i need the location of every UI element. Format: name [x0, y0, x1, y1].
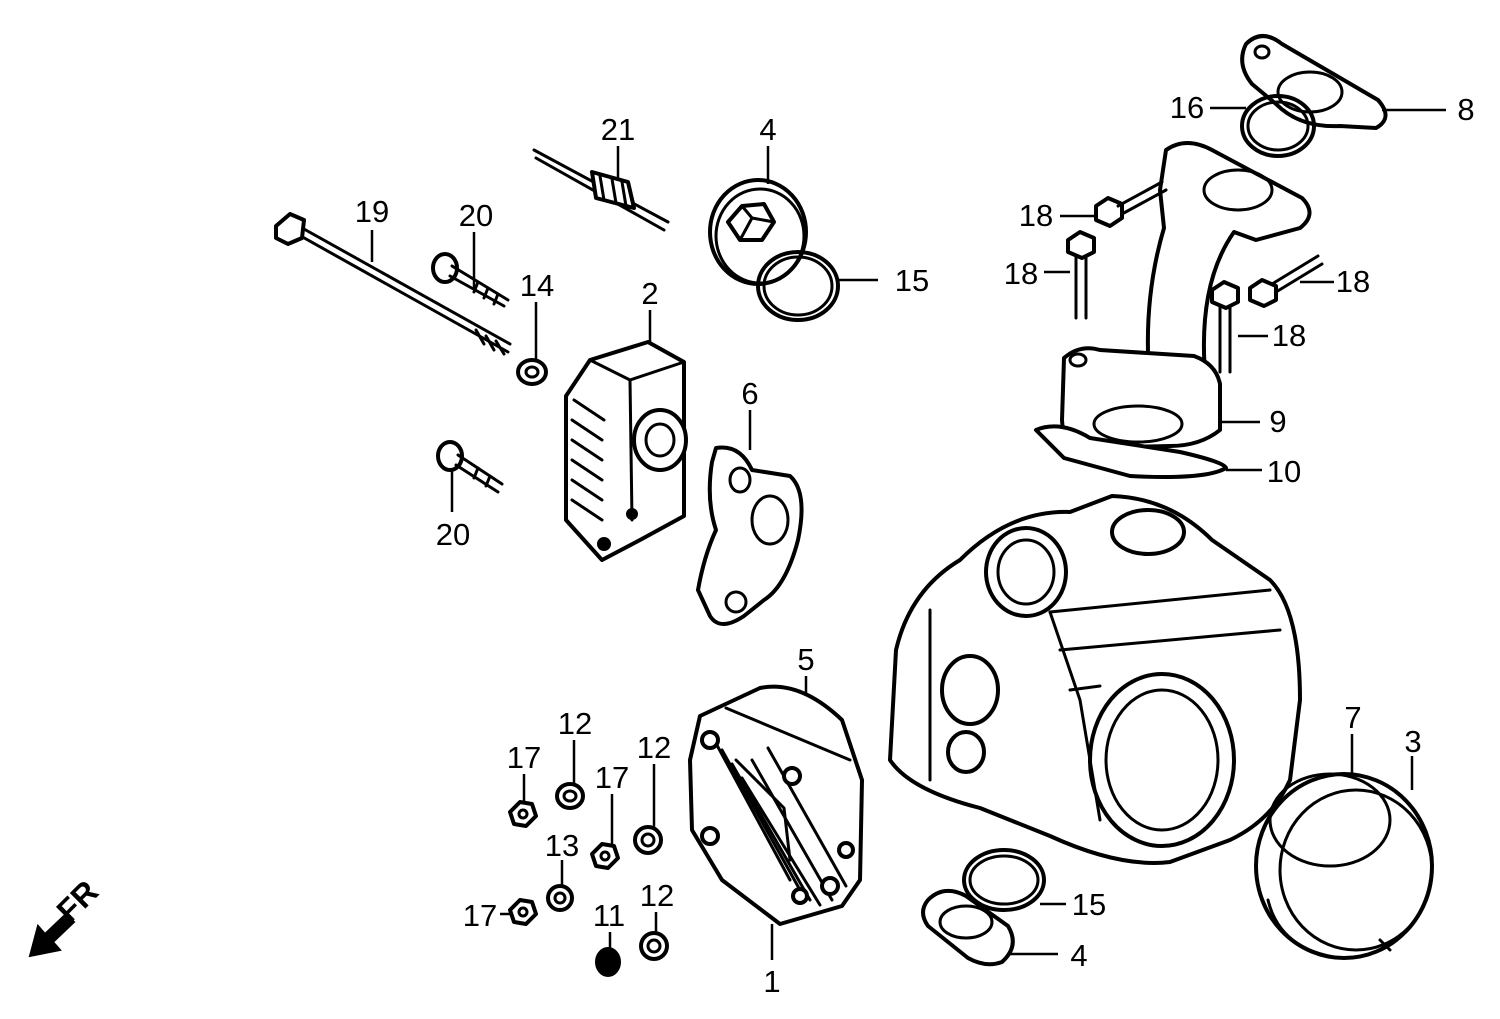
front-direction-marker: FR	[28, 873, 105, 958]
bolt-part-18-d[interactable]	[1210, 280, 1240, 374]
bolt-part-18-b[interactable]	[1066, 230, 1096, 320]
callout-17-a: 17	[507, 740, 541, 775]
long-bolt-part-19[interactable]	[274, 212, 512, 356]
callout-18-d: 18	[1272, 318, 1306, 353]
callout-8: 8	[1457, 92, 1474, 127]
o-ring-part-15-lower[interactable]	[962, 848, 1046, 912]
gasket-part-10[interactable]	[1034, 424, 1228, 479]
callout-3: 3	[1404, 724, 1421, 759]
bolt-part-20-lower[interactable]	[436, 440, 504, 494]
callout-9: 9	[1269, 404, 1286, 439]
callout-17-c: 17	[463, 898, 497, 933]
washer-part-13[interactable]	[546, 884, 574, 912]
washer-part-12-b[interactable]	[633, 825, 663, 855]
callout-15-lower: 15	[1072, 887, 1106, 922]
callout-19: 19	[355, 194, 389, 229]
o-ring-part-7[interactable]	[1268, 772, 1392, 868]
callout-18-b: 18	[1004, 256, 1038, 291]
gasket-part-16[interactable]	[1240, 94, 1316, 158]
intake-pipe-part-9[interactable]	[1060, 141, 1312, 450]
leader-lines	[370, 106, 1446, 960]
callout-5: 5	[797, 642, 814, 677]
callout-18-c: 18	[1336, 264, 1370, 299]
callout-12-b: 12	[637, 730, 671, 765]
nut-part-17-a[interactable]	[508, 800, 538, 828]
callout-16: 16	[1170, 90, 1204, 125]
callout-15-upper: 15	[895, 263, 929, 298]
front-direction-arrow-icon	[28, 912, 76, 958]
callout-12-c: 12	[640, 878, 674, 913]
callout-18-a: 18	[1019, 198, 1053, 233]
nut-part-17-c[interactable]	[508, 898, 538, 926]
callout-4-lower: 4	[1070, 938, 1087, 973]
cylinder-head-body[interactable]	[888, 494, 1302, 865]
callout-21: 21	[601, 112, 635, 147]
flange-part-8[interactable]	[1240, 34, 1388, 130]
callout-2: 2	[641, 276, 658, 311]
callout-4-upper: 4	[759, 112, 776, 147]
spark-plug-part-21[interactable]	[532, 148, 670, 232]
callout-20-lower: 20	[436, 517, 470, 552]
callout-6: 6	[741, 376, 758, 411]
callout-1: 1	[763, 964, 780, 999]
callout-7: 7	[1344, 700, 1361, 735]
callout-14: 14	[520, 268, 554, 303]
o-ring-part-15-upper[interactable]	[756, 250, 840, 322]
filler-cap-part-4-upper[interactable]	[708, 178, 808, 286]
cap-nut-part-11[interactable]	[595, 947, 621, 977]
side-cover-part-2[interactable]	[564, 340, 688, 562]
callout-20-upper: 20	[459, 198, 493, 233]
bolt-part-20-upper[interactable]	[431, 252, 510, 308]
filler-cap-part-4-lower[interactable]	[921, 888, 1015, 967]
nut-part-17-b[interactable]	[590, 842, 620, 870]
callout-labels: 21 4 15 19 20 14 2 6 20 16 8 18 18 18 18…	[355, 90, 1475, 999]
gasket-part-6[interactable]	[696, 445, 804, 626]
callout-13: 13	[545, 828, 579, 863]
callout-17-b: 17	[595, 760, 629, 795]
valve-cover-part-1[interactable]	[688, 684, 864, 926]
bolt-part-18-a[interactable]	[1094, 180, 1168, 228]
callout-11: 11	[593, 898, 625, 933]
bolt-part-18-c[interactable]	[1248, 254, 1324, 308]
washer-part-12-a[interactable]	[555, 782, 585, 810]
washer-part-12-c[interactable]	[639, 931, 669, 961]
callout-12-a: 12	[558, 706, 592, 741]
washer-part-14[interactable]	[516, 358, 548, 386]
callout-10: 10	[1267, 454, 1301, 489]
